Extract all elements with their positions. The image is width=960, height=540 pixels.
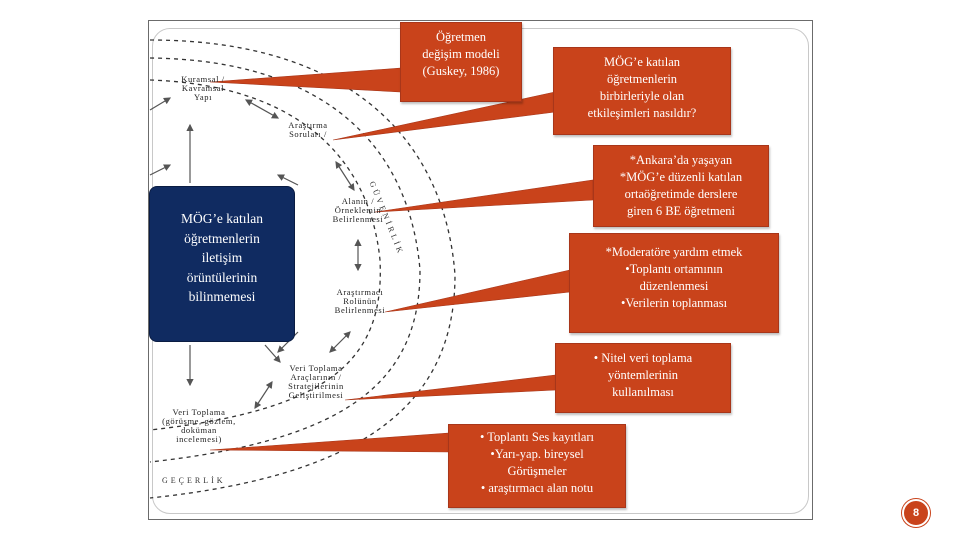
page-number-badge: 8	[902, 499, 930, 527]
central-problem-box: MÖG’e katılan öğretmenlerin iletişim örü…	[149, 186, 295, 342]
ring-label-gecerlik: GEÇERLİK	[162, 476, 226, 485]
callout-sample: *Ankara’da yaşayan*MÖG’e düzenli katılan…	[593, 145, 769, 227]
callout-role: *Moderatöre yardım etmek•Toplantı ortamı…	[569, 233, 779, 333]
callout-pointer-tools	[209, 432, 451, 453]
callout-pointer-methods	[344, 374, 557, 401]
callout-tools: • Toplantı Ses kayıtları•Yarı-yap. birey…	[448, 424, 626, 508]
callout-pointer-role	[384, 269, 571, 313]
callout-pointer-sample	[374, 179, 594, 213]
callout-pointer-model	[209, 67, 403, 93]
outer-arc	[149, 39, 456, 499]
